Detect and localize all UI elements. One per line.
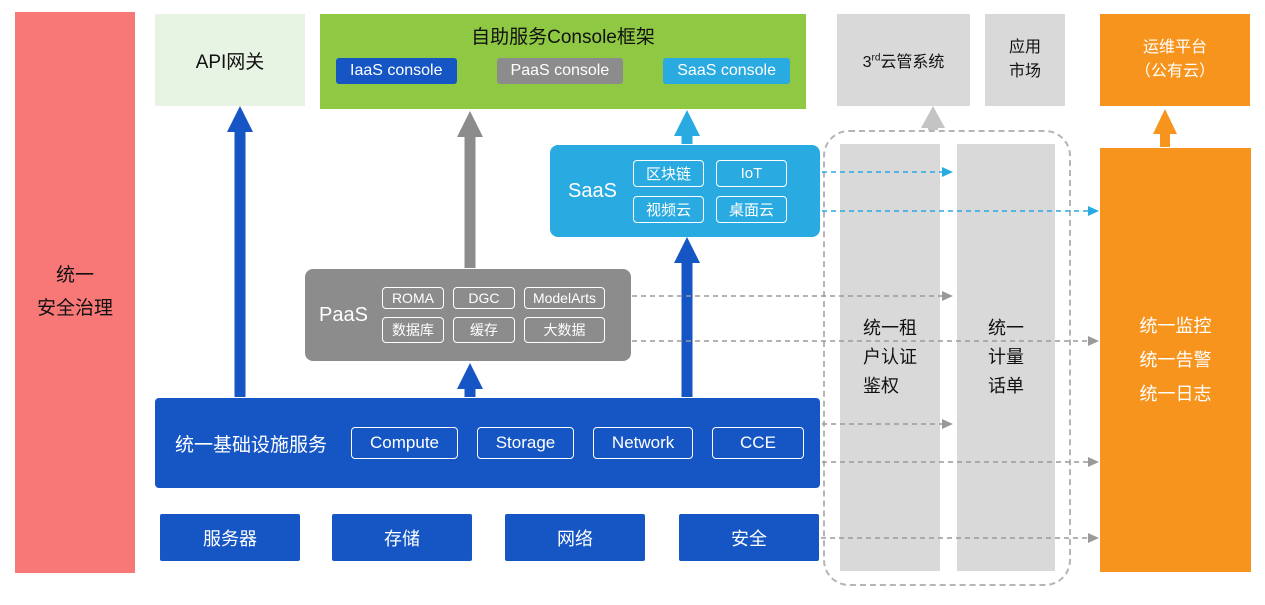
iaas-chip-network: Network (592, 427, 694, 459)
iaas-chip-cce: CCE (711, 427, 804, 459)
saas-chip-grid: 区块链 IoT 视频云 桌面云 (632, 159, 787, 223)
arrow-iaas-to-paas (457, 363, 483, 397)
arrow-iaas-to-api-gateway (227, 106, 253, 397)
iaas-layer-box: 统一基础设施服务 Compute Storage Network CCE (155, 398, 820, 488)
saas-layer-box: SaaS 区块链 IoT 视频云 桌面云 (550, 145, 820, 237)
hardware-storage-label: 存储 (384, 528, 420, 549)
metering-billing-bar: 统一 计量 话单 (957, 144, 1055, 571)
ops-platform-box: 运维平台 （公有云） (1100, 14, 1250, 106)
paas-chip-grid: ROMA DGC ModelArts 数据库 缓存 大数据 (381, 287, 605, 343)
security-governance-label: 统一 安全治理 (36, 265, 113, 319)
paas-layer-label: PaaS (319, 303, 368, 326)
saas-chip-iot: IoT (715, 159, 787, 187)
api-gateway-label: API网关 (195, 51, 265, 73)
shared-services-dashed-zone (823, 130, 1071, 586)
console-buttons-row: IaaS console PaaS console SaaS console (320, 58, 806, 84)
iaas-layer-label: 统一基础设施服务 (175, 434, 328, 456)
paas-chip-database: 数据库 (381, 317, 444, 343)
hardware-box-security: 安全 (679, 514, 819, 561)
third-party-superscript: rd (871, 52, 881, 64)
paas-chip-dgc: DGC (452, 287, 515, 309)
paas-chip-roma: ROMA (381, 287, 444, 309)
arrow-monitoring-to-ops-platform (1153, 109, 1177, 147)
hardware-network-label: 网络 (557, 528, 593, 549)
paas-chip-bigdata: 大数据 (523, 317, 605, 343)
console-framework-box: 自助服务Console框架 IaaS console PaaS console … (320, 14, 806, 109)
monitoring-alarm-log-box: 统一监控 统一告警 统一日志 (1100, 148, 1251, 572)
saas-layer-label: SaaS (568, 179, 617, 202)
saas-chip-blockchain: 区块链 (632, 159, 704, 187)
hardware-security-label: 安全 (731, 528, 767, 549)
monitoring-alarm-log-label: 统一监控 统一告警 统一日志 (1139, 315, 1212, 405)
arrow-saas-to-console (674, 110, 700, 144)
app-market-label: 应用 市场 (1008, 39, 1041, 80)
hardware-box-server: 服务器 (160, 514, 300, 561)
iaas-chip-storage: Storage (476, 427, 575, 459)
metering-billing-label: 统一 计量 话单 (988, 318, 1024, 396)
api-gateway-box: API网关 (155, 14, 305, 106)
hardware-box-storage: 存储 (332, 514, 472, 561)
third-party-cloud-management-box: 3rd云管系统 (837, 14, 970, 106)
iaas-console-button: IaaS console (336, 58, 457, 84)
tenant-auth-label: 统一租 户认证 鉴权 (863, 318, 917, 396)
hardware-box-network: 网络 (505, 514, 645, 561)
arrow-iaas-to-saas (674, 237, 700, 397)
paas-chip-cache: 缓存 (452, 317, 515, 343)
ops-platform-label: 运维平台 （公有云） (1134, 39, 1215, 80)
hardware-server-label: 服务器 (203, 528, 257, 549)
saas-chip-video-cloud: 视频云 (632, 195, 704, 223)
security-governance-panel: 统一 安全治理 (15, 12, 135, 573)
iaas-chip-row: Compute Storage Network CCE (351, 427, 804, 459)
paas-layer-box: PaaS ROMA DGC ModelArts 数据库 缓存 大数据 (305, 269, 631, 361)
console-framework-title: 自助服务Console框架 (471, 27, 655, 48)
saas-console-button: SaaS console (663, 58, 790, 84)
third-party-cloud-management-label: 3rd云管系统 (862, 52, 945, 71)
app-market-box: 应用 市场 (985, 14, 1065, 106)
paas-console-button: PaaS console (496, 58, 624, 84)
arrow-shared-services-to-third-party (921, 106, 945, 130)
tenant-auth-bar: 统一租 户认证 鉴权 (840, 144, 940, 571)
iaas-chip-compute: Compute (351, 427, 458, 459)
paas-chip-modelarts: ModelArts (523, 287, 605, 309)
arrow-paas-to-console (457, 111, 483, 268)
saas-chip-desktop-cloud: 桌面云 (715, 195, 787, 223)
